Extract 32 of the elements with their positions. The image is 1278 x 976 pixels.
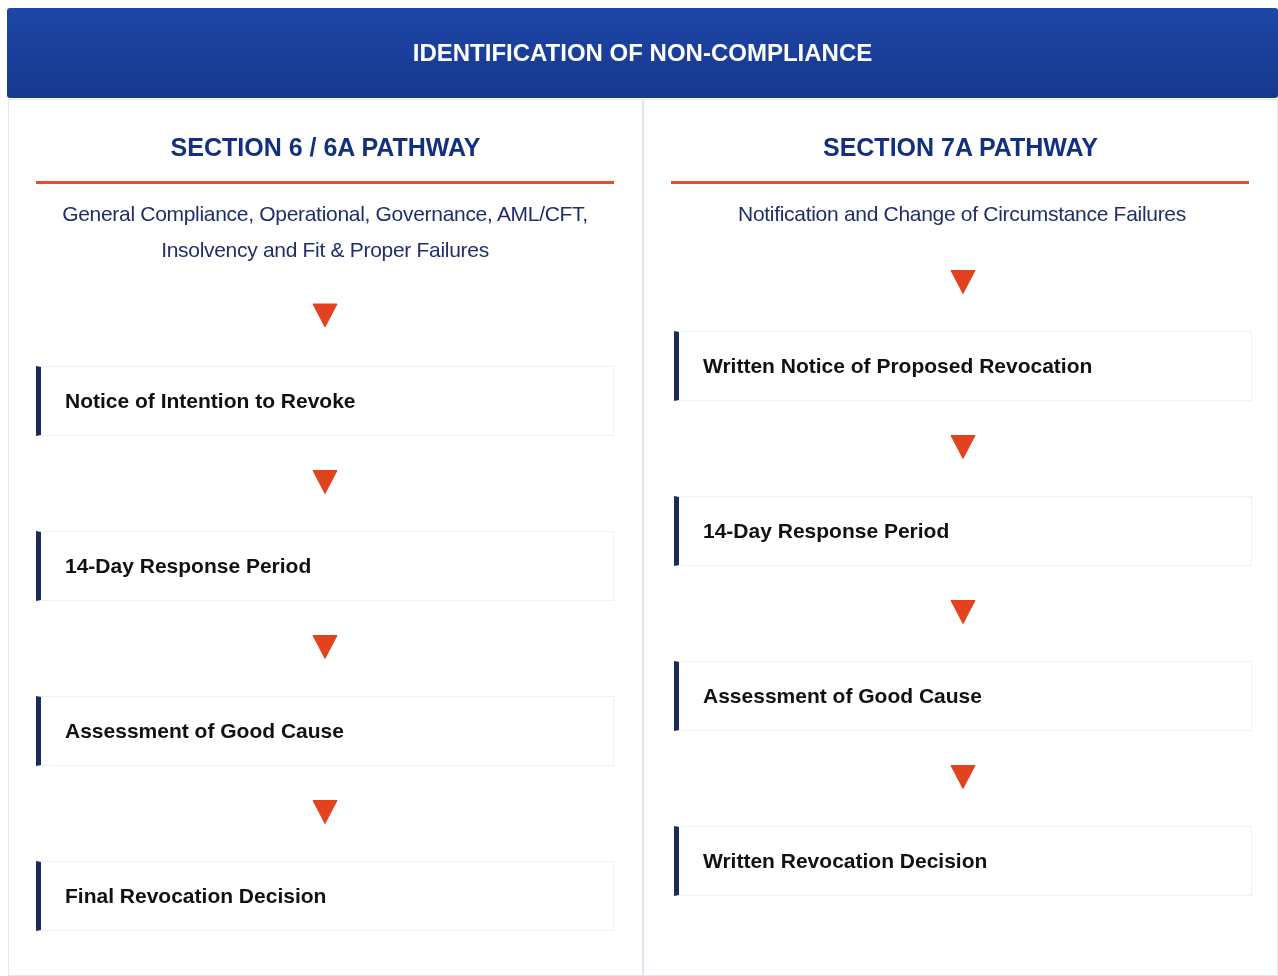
description-text: Notification and Change of Circumstance Failures bbox=[738, 201, 1186, 227]
flow-arrow bbox=[312, 470, 338, 494]
step-label: 14-Day Response Period bbox=[65, 554, 312, 578]
step-label: Written Notice of Proposed Revocation bbox=[703, 354, 1093, 378]
description-text: General Compliance, Operational, Governance, AML/CFT, Insolvency and Fit & Proper Failures bbox=[61, 201, 589, 263]
step-label: Written Revocation Decision bbox=[703, 849, 988, 873]
flow-arrow bbox=[312, 303, 338, 328]
step-box bbox=[36, 531, 614, 601]
step-box bbox=[674, 331, 1252, 401]
flow-arrow bbox=[950, 600, 976, 624]
pathway-heading: SECTION 7A PATHWAY bbox=[821, 133, 1099, 162]
step-label: 14-Day Response Period bbox=[703, 519, 950, 543]
flow-arrow bbox=[312, 800, 338, 824]
step-box bbox=[674, 826, 1252, 896]
flow-arrow bbox=[950, 270, 976, 294]
title-band bbox=[7, 8, 1278, 98]
step-box bbox=[674, 496, 1252, 566]
pathway-panel bbox=[8, 99, 643, 976]
step-box bbox=[36, 861, 614, 931]
flow-arrow bbox=[950, 765, 976, 789]
step-label: Assessment of Good Cause bbox=[703, 684, 982, 708]
pathway-panel bbox=[643, 99, 1278, 976]
title-text: IDENTIFICATION OF NON-COMPLIANCE bbox=[412, 39, 873, 67]
pathway-heading: SECTION 6 / 6A PATHWAY bbox=[169, 133, 482, 162]
step-box bbox=[36, 366, 614, 436]
flow-arrow bbox=[312, 635, 338, 659]
step-label: Assessment of Good Cause bbox=[65, 719, 344, 743]
step-box bbox=[674, 661, 1252, 731]
step-box bbox=[36, 696, 614, 766]
step-label: Notice of Intention to Revoke bbox=[65, 389, 356, 413]
step-label: Final Revocation Decision bbox=[65, 884, 327, 908]
flow-arrow bbox=[950, 435, 976, 459]
